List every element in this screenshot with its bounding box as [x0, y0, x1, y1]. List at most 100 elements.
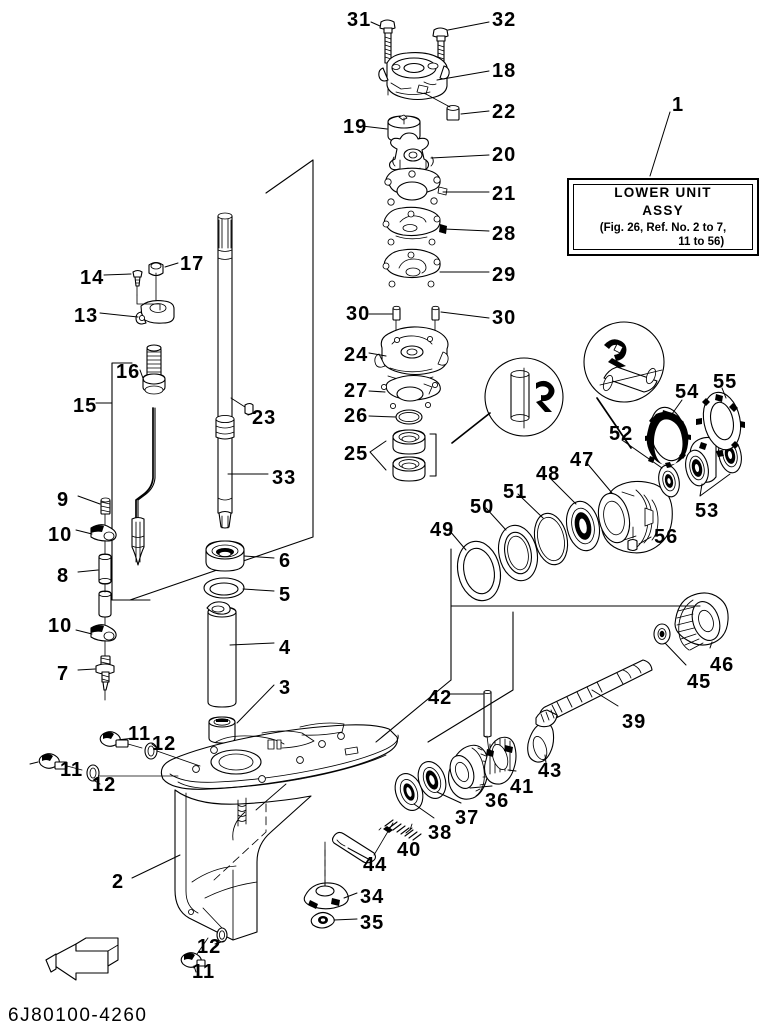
washer-retainer-52 [658, 464, 680, 498]
dowel-pin-22 [423, 92, 460, 121]
callout-number-bolt-upper-right: 32 [492, 9, 517, 31]
callout-number-insert-cartridge: 19 [343, 116, 368, 138]
callout-number-o-ring-housing: 51 [503, 481, 528, 503]
water-tube-sleeve-4 [206, 601, 237, 708]
callout-number-connector-sleeve: 8 [57, 565, 70, 587]
callout-number-shift-rod-lower: 7 [57, 663, 70, 685]
lower-unit-line1: LOWER UNIT [614, 184, 712, 200]
pump-base-24 [374, 326, 449, 381]
forward-gear-36 [447, 744, 490, 800]
callout-number-o-ring-sleeve: 5 [279, 584, 292, 606]
callout-number-dowel-pin-right: 30 [492, 307, 517, 329]
callout-number-anode: 34 [360, 886, 385, 908]
dog-clutch-41 [483, 736, 517, 785]
shift-rod-screw-9 [100, 497, 111, 529]
callout-number-drive-shaft: 33 [272, 467, 297, 489]
shift-rod-bushing-16 [142, 344, 166, 395]
ball-bearing-prop-38 [394, 773, 424, 811]
callout-number-shift-rod-screw: 9 [57, 489, 70, 511]
bushing-collar-3 [208, 716, 236, 744]
callout-number-thrust-washer-pinion: 45 [687, 671, 712, 693]
callout-number-seal-ring: 50 [470, 496, 495, 518]
callout-number-bushing-collar: 3 [279, 677, 292, 699]
wear-plate-21 [384, 167, 448, 206]
callout-number-bolt-upper-left: 31 [347, 9, 372, 31]
callout-number-dog-clutch: 41 [510, 776, 535, 798]
shift-cam-upper-10 [90, 524, 117, 557]
callout-number-water-pump-housing: 18 [492, 60, 517, 82]
callout-number-washer-gearcase-a: 12 [152, 733, 177, 755]
callout-number-pump-base: 24 [344, 344, 369, 366]
callout-number-bearing-housing: 47 [570, 449, 595, 471]
lower-unit-ref-b: 11 to 56) [678, 236, 725, 248]
callout-number-impeller: 20 [492, 144, 517, 166]
callout-number-o-ring: 26 [344, 405, 369, 427]
connector-sleeve-8 [98, 553, 112, 629]
callout-number-woodruff-key: 23 [252, 407, 277, 429]
o-ring-housing-51 [533, 512, 569, 566]
bolt-11-c [180, 937, 209, 968]
callout-number-shift-cam-lower: 10 [48, 615, 73, 637]
callout-number-bolt-gearcase-b: 11 [60, 759, 84, 781]
shift-rod-15 [131, 407, 156, 566]
callout-number-bolt-gearcase-c: 11 [192, 961, 216, 983]
anode-nut-35 [310, 911, 335, 929]
callout-number-gasket-base: 27 [344, 380, 369, 402]
dowel-pin-housing-56 [627, 526, 638, 552]
callout-number-washer-gearcase-b: 12 [92, 774, 117, 796]
callout-number-thrust-washer: 37 [455, 807, 480, 829]
callout-number-shift-rod-assy: 15 [73, 395, 98, 417]
claw-washer-54 [645, 406, 691, 468]
washer-12-b [86, 764, 179, 782]
callout-number-propeller-shaft: 39 [622, 711, 647, 733]
callout-number-claw-washer: 54 [675, 381, 700, 403]
callout-number-washer-retainer: 52 [609, 423, 634, 445]
callout-number-outer-plate-cartridge: 28 [492, 223, 517, 245]
bearing-housing-47 [597, 480, 673, 554]
thrust-washer-45 [653, 623, 671, 645]
bolt-11-a [99, 731, 143, 749]
lower-unit-assy-box: LOWER UNIT ASSY (Fig. 26, Ref. No. 2 to … [567, 178, 759, 256]
inset-roller-pin-left [484, 357, 564, 437]
oil-seal-housing-49 [456, 540, 502, 602]
callout-number-pinion-gear: 46 [710, 654, 735, 676]
callout-number-dowel-pin-left: 30 [346, 303, 371, 325]
callout-number-cross-pin: 44 [363, 854, 388, 876]
callout-number-clutch-cross-pin: 42 [428, 687, 453, 709]
bearing-seal-housing-6 [205, 540, 245, 572]
ball-bearing-housing-48 [565, 500, 601, 552]
callout-number-nut-shift-lever: 17 [180, 253, 205, 275]
callout-number-ball-bearing-prop: 38 [428, 822, 453, 844]
lower-unit-line3: (Fig. 26, Ref. No. 2 to 7, 11 to 56) [600, 221, 727, 250]
callout-number-bolt-gearcase-a: 11 [128, 723, 152, 745]
bearing-53-a [685, 436, 717, 487]
o-ring-sleeve-5 [203, 577, 245, 599]
propeller-shaft-39 [535, 659, 653, 728]
reverse-gear-collar-43 [527, 722, 555, 763]
woodruff-key-23 [230, 397, 254, 416]
gasket-base-27 [380, 374, 441, 410]
thrust-washer-37 [417, 761, 447, 799]
spring-clutch-40 [378, 819, 422, 841]
washer-12-a [144, 742, 201, 767]
callout-number-bearing-seal-housing: 6 [279, 550, 292, 572]
seal-ring-50 [497, 524, 539, 582]
callout-number-shift-rod-bushing: 16 [116, 361, 141, 383]
callout-number-wear-plate: 21 [492, 183, 517, 205]
water-pump-housing-18 [378, 52, 450, 101]
shift-lever-joint-13 [135, 294, 175, 325]
gear-housing-2 [160, 722, 399, 941]
ring-nut-55 [696, 391, 745, 457]
callout-number-oil-seal-pair: 25 [344, 443, 369, 465]
drive-shaft-33 [215, 212, 235, 529]
oil-seal-upper-25 [392, 429, 426, 455]
screw-14 [132, 269, 143, 296]
callout-number-gasket-lower: 29 [492, 264, 517, 286]
o-ring-26 [395, 409, 423, 425]
callout-number-ball-bearing-housing: 48 [536, 463, 561, 485]
callout-number-gear-housing: 2 [112, 871, 125, 893]
callout-number-dowel-pin: 22 [492, 101, 517, 123]
callout-number-water-tube-sleeve: 4 [279, 637, 292, 659]
washer-12-c [202, 907, 228, 943]
callout-number-forward-gear: 36 [485, 790, 510, 812]
